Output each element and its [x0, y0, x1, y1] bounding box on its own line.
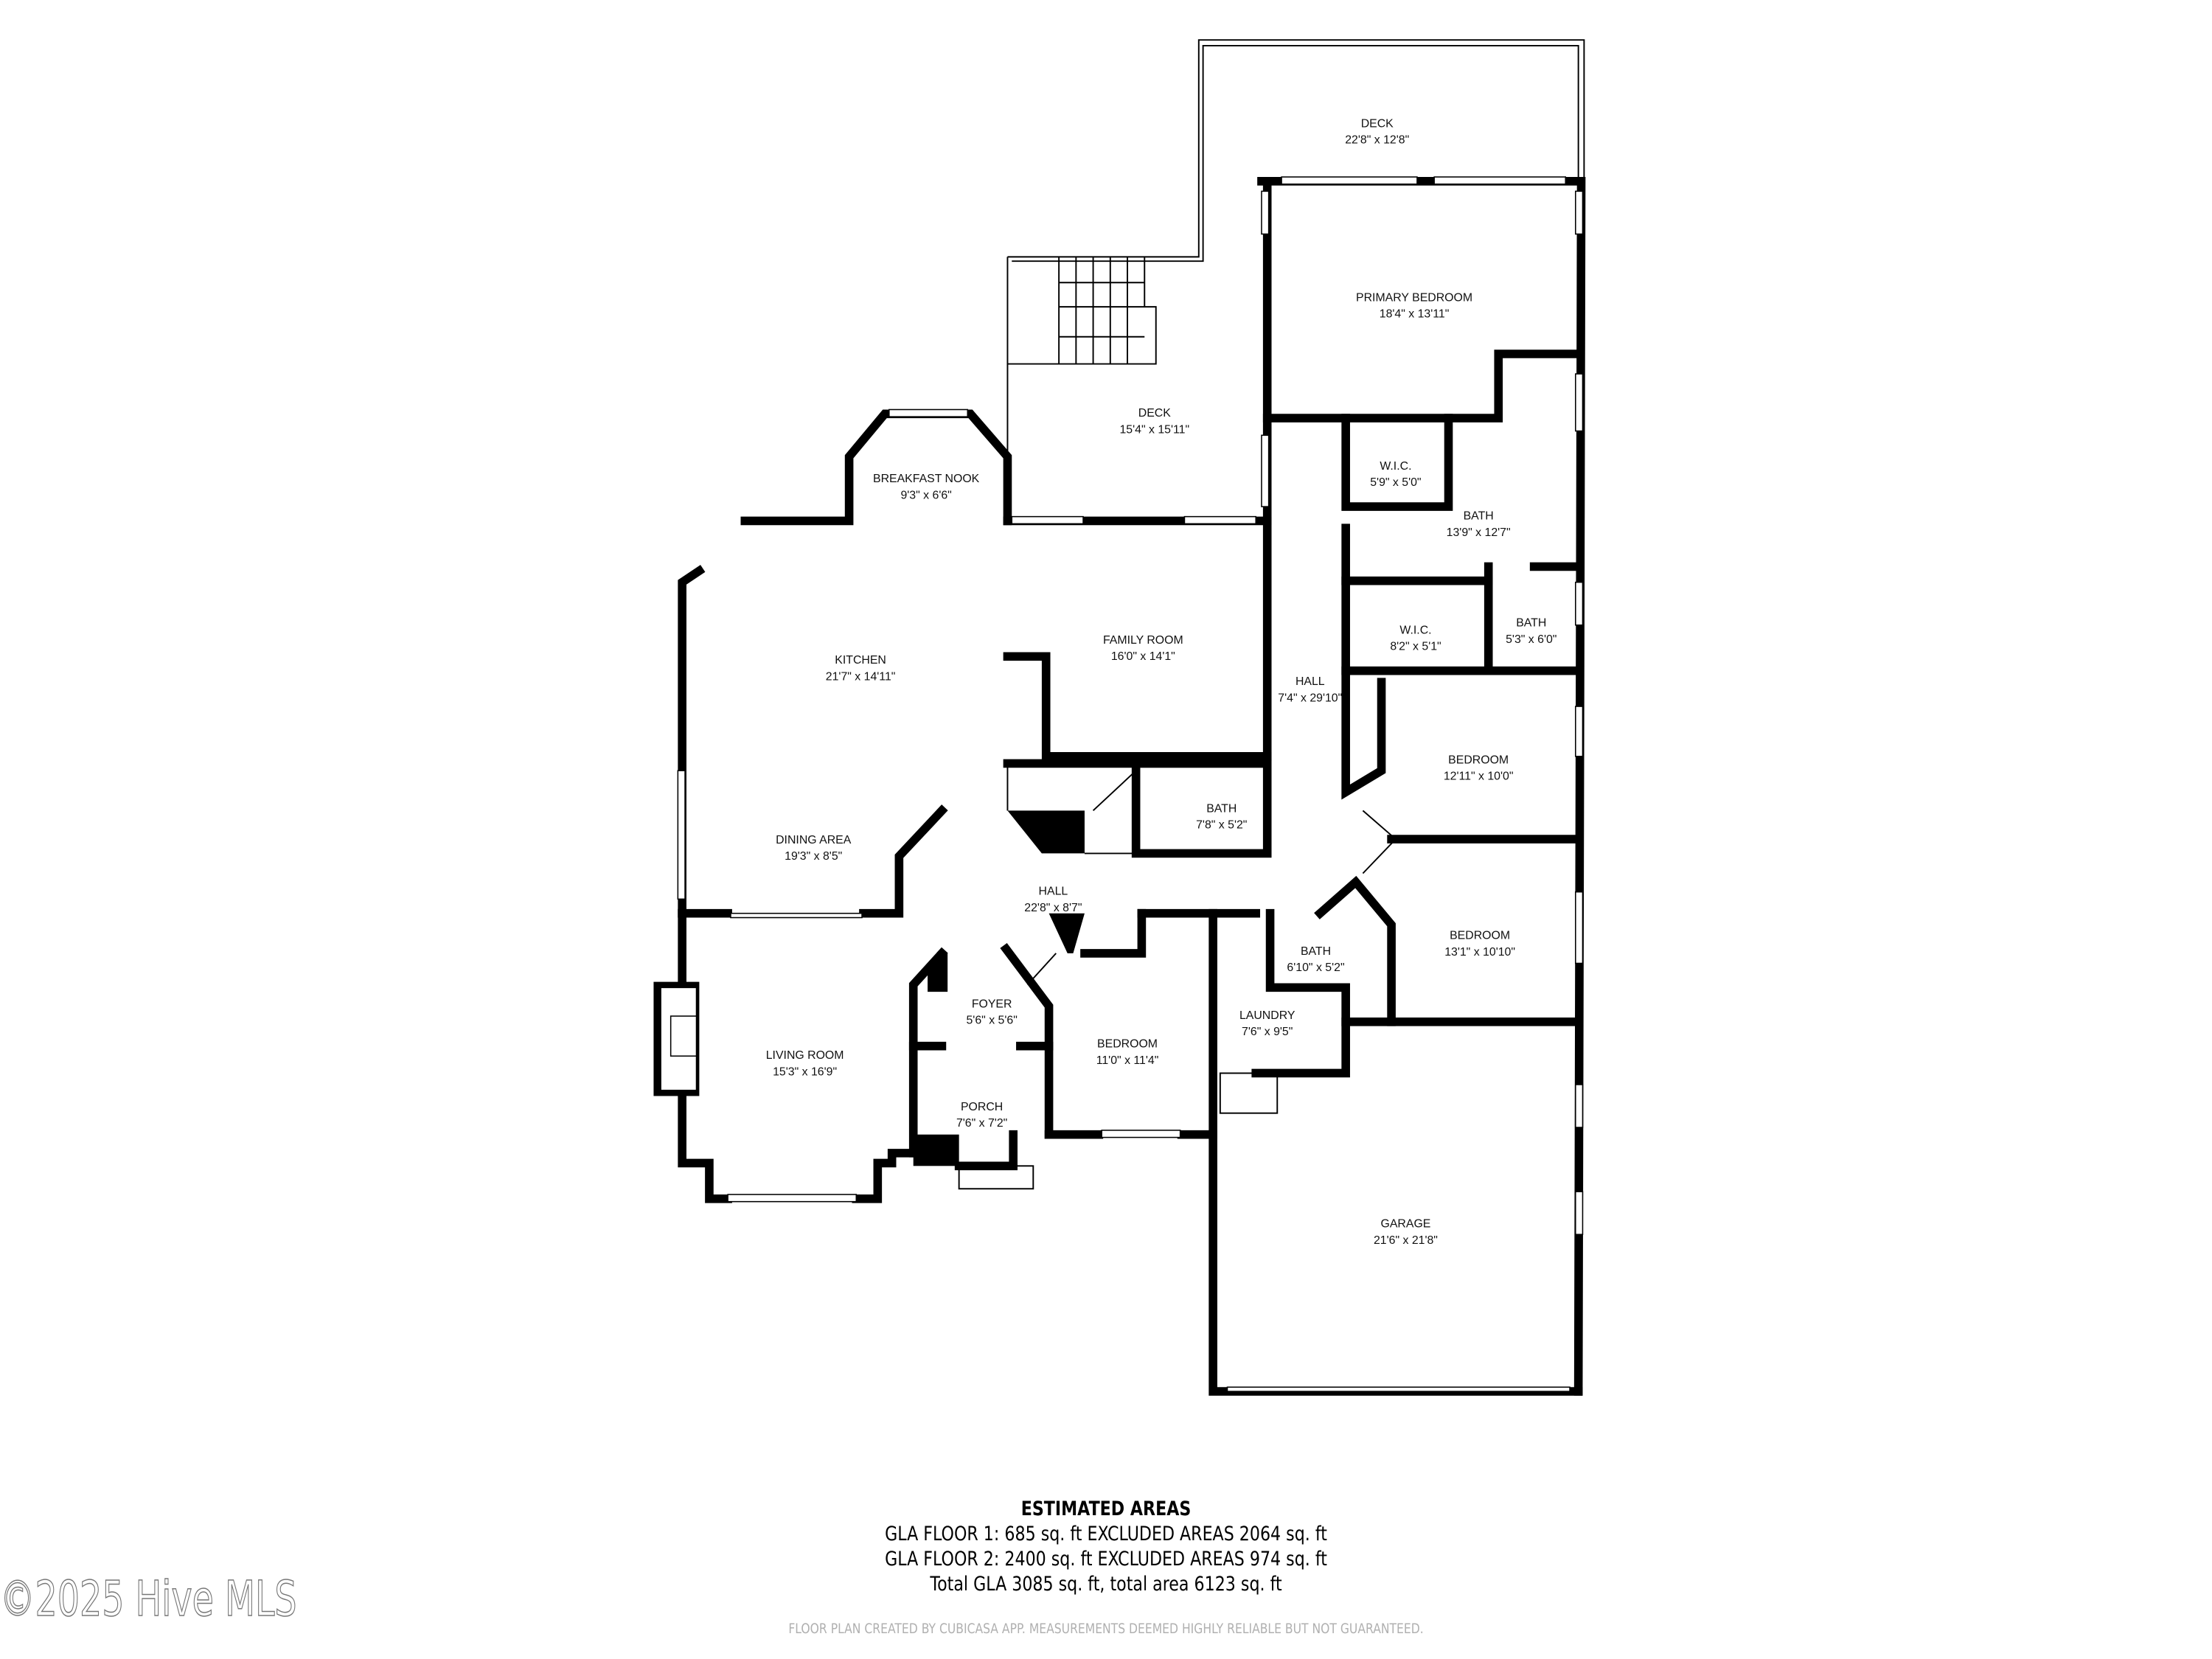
room-label: FAMILY ROOM 16'0" x 14'1" [1103, 634, 1183, 663]
room-name: DECK [1138, 407, 1171, 420]
room-dimensions: 13'1" x 10'10" [1444, 946, 1515, 959]
room-dimensions: 22'8" x 8'7" [1024, 902, 1082, 914]
gla-floor-2: GLA FLOOR 2: 2400 sq. ft EXCLUDED AREAS … [885, 1548, 1327, 1571]
room-name: BATH [1206, 802, 1237, 815]
room-name: BATH [1516, 617, 1546, 630]
room-dimensions: 19'3" x 8'5" [785, 850, 842, 863]
windows [677, 176, 1584, 1392]
room-name: PORCH [961, 1101, 1003, 1113]
room-labels: DECK 22'8" x 12'8" PRIMARY BEDROOM 18'4" x … [766, 117, 1557, 1247]
room-name: KITCHEN [835, 654, 886, 667]
room-name: BREAKFAST NOOK [873, 473, 980, 485]
room-dimensions: 6'10" x 5'2" [1287, 961, 1344, 974]
room-name: HALL [1295, 675, 1325, 688]
room-name: FOYER [972, 998, 1012, 1010]
room-label: LAUNDRY 7'6" x 9'5" [1239, 1009, 1295, 1038]
room-label: BATH 7'8" x 5'2" [1196, 802, 1247, 831]
room-label: W.I.C. 8'2" x 5'1" [1390, 624, 1441, 653]
room-name: BEDROOM [1448, 754, 1509, 766]
room-label: KITCHEN 21'7" x 14'11" [826, 654, 896, 683]
room-label: HALL 7'4" x 29'10" [1278, 675, 1342, 704]
watermark: ©2025 Hive MLS [0, 1570, 297, 1628]
room-label: W.I.C. 5'9" x 5'0" [1370, 460, 1421, 489]
room-name: LIVING ROOM [766, 1049, 844, 1062]
exterior-stairs [1006, 257, 1157, 521]
room-label: BATH 6'10" x 5'2" [1287, 945, 1344, 974]
disclaimer: FLOOR PLAN CREATED BY CUBICASA APP. MEAS… [788, 1621, 1424, 1637]
room-dimensions: 15'4" x 15'11" [1119, 423, 1189, 436]
gla-floor-1: GLA FLOOR 1: 685 sq. ft EXCLUDED AREAS 2… [885, 1523, 1327, 1545]
room-label: BEDROOM 13'1" x 10'10" [1444, 930, 1515, 959]
room-label: DECK 15'4" x 15'11" [1119, 407, 1189, 436]
room-name: BATH [1301, 945, 1331, 958]
estimated-areas: ESTIMATED AREAS GLA FLOOR 1: 685 sq. ft … [0, 1497, 2212, 1597]
room-name: BEDROOM [1097, 1038, 1158, 1051]
room-dimensions: 7'6" x 7'2" [956, 1117, 1007, 1130]
room-name: W.I.C. [1399, 624, 1431, 636]
room-label: PORCH 7'6" x 7'2" [956, 1101, 1007, 1130]
room-dimensions: 11'0" x 11'4" [1096, 1054, 1159, 1067]
room-name: DINING AREA [776, 834, 852, 846]
room-label: BREAKFAST NOOK 9'3" x 6'6" [873, 473, 980, 501]
room-dimensions: 5'3" x 6'0" [1506, 633, 1557, 646]
room-name: FAMILY ROOM [1103, 634, 1183, 647]
room-label: BATH 5'3" x 6'0" [1506, 617, 1557, 646]
room-name: BATH [1464, 510, 1494, 523]
room-dimensions: 22'8" x 12'8" [1345, 134, 1409, 147]
room-label: DECK 22'8" x 12'8" [1345, 117, 1409, 146]
room-label: BEDROOM 12'11" x 10'0" [1444, 754, 1514, 782]
room-dimensions: 9'3" x 6'6" [900, 489, 951, 501]
room-dimensions: 7'4" x 29'10" [1278, 692, 1342, 704]
room-label: DINING AREA 19'3" x 8'5" [776, 834, 852, 863]
room-dimensions: 16'0" x 14'1" [1111, 650, 1175, 663]
estimated-areas-heading: ESTIMATED AREAS [1020, 1498, 1192, 1520]
walls [653, 39, 1586, 1396]
room-dimensions: 21'7" x 14'11" [826, 670, 896, 683]
room-label: FOYER 5'6" x 5'6" [966, 998, 1017, 1026]
room-name: LAUNDRY [1239, 1009, 1295, 1022]
room-name: PRIMARY BEDROOM [1356, 291, 1472, 304]
room-label: BATH 13'9" x 12'7" [1447, 510, 1511, 539]
room-label: GARAGE 21'6" x 21'8" [1374, 1218, 1438, 1247]
room-dimensions: 7'6" x 9'5" [1242, 1026, 1293, 1038]
room-name: HALL [1039, 886, 1068, 898]
room-label: BEDROOM 11'0" x 11'4" [1096, 1038, 1159, 1067]
room-label: HALL 22'8" x 8'7" [1024, 886, 1082, 914]
room-dimensions: 21'6" x 21'8" [1374, 1234, 1438, 1247]
room-name: BEDROOM [1450, 930, 1510, 942]
room-name: GARAGE [1381, 1218, 1431, 1231]
room-name: DECK [1361, 117, 1394, 130]
room-dimensions: 13'9" x 12'7" [1447, 526, 1511, 539]
room-label: PRIMARY BEDROOM 18'4" x 13'11" [1356, 291, 1472, 320]
total-gla: Total GLA 3085 sq. ft, total area 6123 s… [930, 1573, 1282, 1596]
room-dimensions: 8'2" x 5'1" [1390, 641, 1441, 653]
room-name: W.I.C. [1380, 460, 1411, 473]
room-dimensions: 15'3" x 16'9" [773, 1065, 837, 1078]
room-dimensions: 18'4" x 13'11" [1380, 308, 1450, 321]
room-dimensions: 7'8" x 5'2" [1196, 819, 1247, 832]
room-label: LIVING ROOM 15'3" x 16'9" [766, 1049, 844, 1078]
room-dimensions: 5'9" x 5'0" [1370, 476, 1421, 489]
room-dimensions: 12'11" x 10'0" [1444, 771, 1514, 783]
room-dimensions: 5'6" x 5'6" [966, 1015, 1017, 1027]
